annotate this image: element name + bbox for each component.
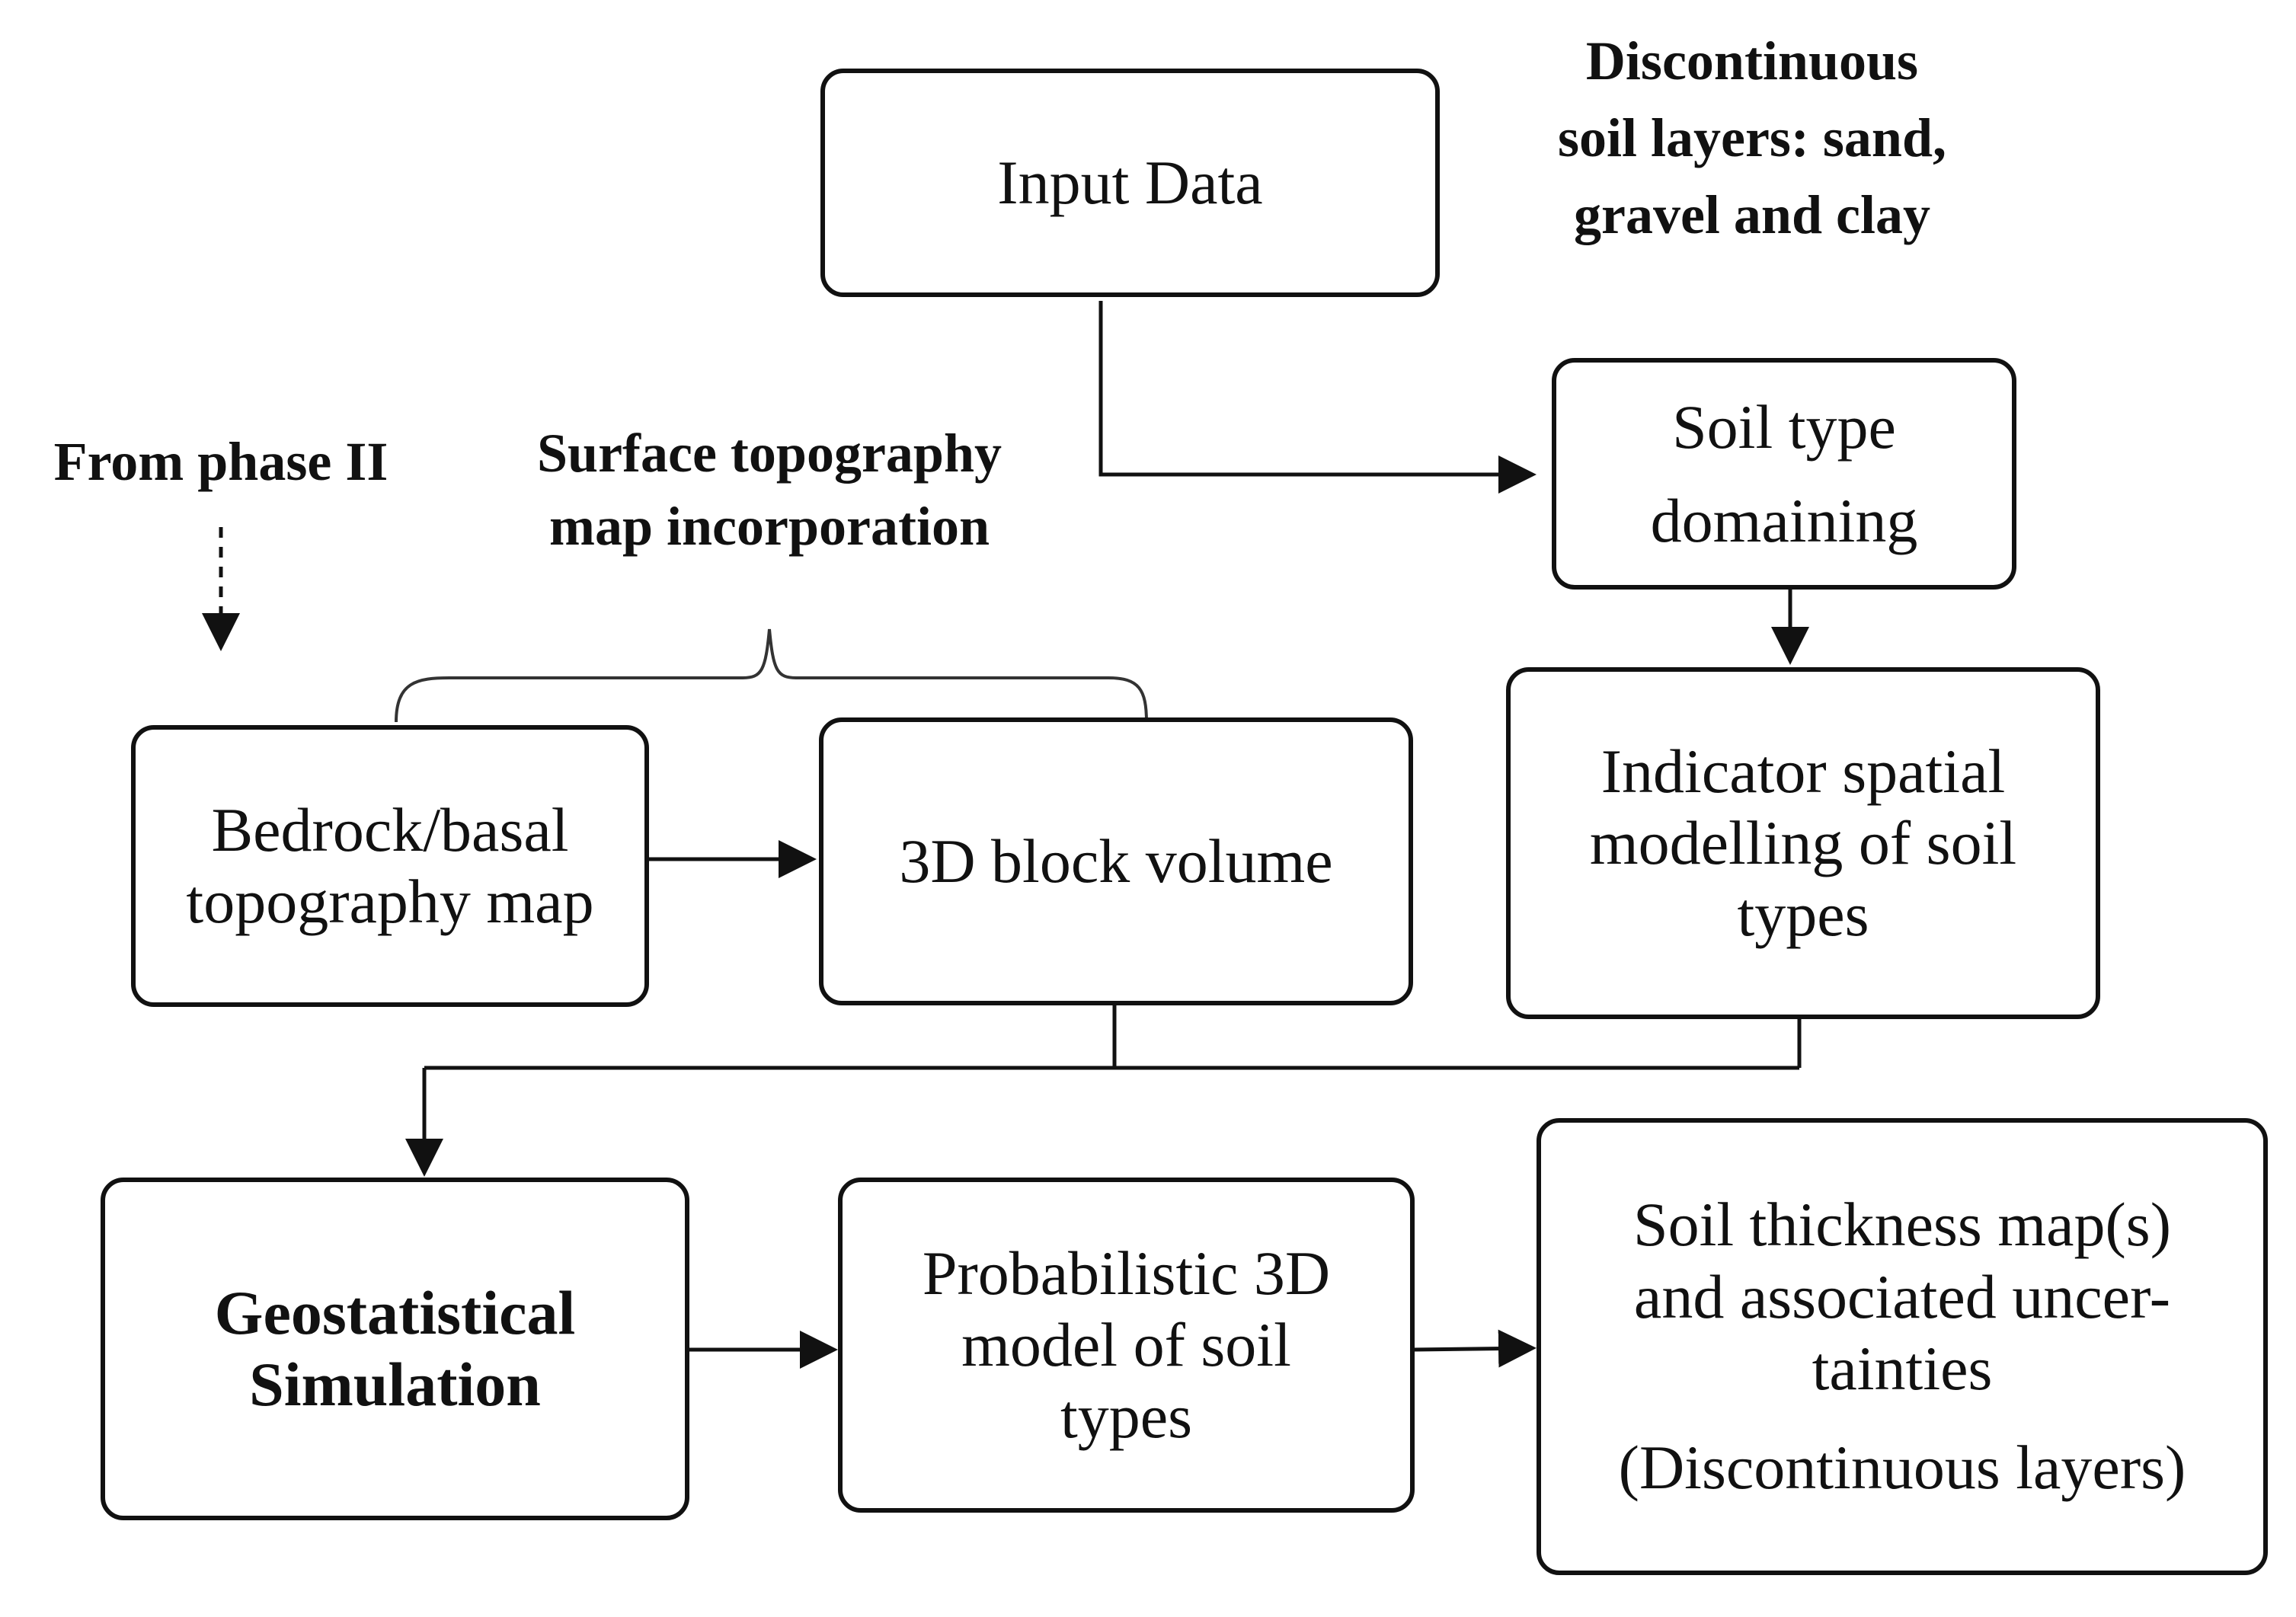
- soil-type-domaining-box: Soil type domaining: [1552, 358, 2016, 590]
- indicator-modelling-line-2: modelling of soil: [1589, 807, 2017, 877]
- input-data-box: Input Data: [820, 69, 1440, 297]
- block-volume-box: 3D block volume: [819, 717, 1413, 1005]
- discontinuous-soil-label: Discontinuous soil layers: sand, gravel …: [1493, 23, 2011, 253]
- surface-topography-line-1: Surface topography: [537, 423, 1002, 484]
- bedrock-map-line-2: topography map: [186, 867, 594, 936]
- surface-topography-line-2: map incorporation: [548, 495, 990, 557]
- soil-thickness-line-4: (Discontinuous layers): [1618, 1433, 2186, 1503]
- soil-type-domaining-line-2: domaining: [1650, 486, 1918, 555]
- geostatistical-simulation-line-2: Simulation: [249, 1350, 541, 1419]
- from-phase-label: From phase II: [23, 423, 419, 500]
- probabilistic-model-line-1: Probabilistic 3D: [922, 1238, 1331, 1308]
- from-phase-text: From phase II: [53, 431, 389, 492]
- soil-thickness-line-3: tainties: [1812, 1334, 1993, 1403]
- discontinuous-soil-line-3: gravel and clay: [1574, 184, 1930, 245]
- probabilistic-model-line-2: model of soil: [961, 1309, 1291, 1379]
- discontinuous-soil-line-2: soil layers: sand,: [1557, 107, 1947, 168]
- geostatistical-simulation-box: Geostatistical Simulation: [101, 1178, 689, 1520]
- indicator-modelling-line-3: types: [1737, 880, 1869, 950]
- probabilistic-model-box: Probabilistic 3D model of soil types: [838, 1178, 1415, 1513]
- geostatistical-simulation-line-1: Geostatistical: [214, 1277, 576, 1347]
- brace-surface-topography: [395, 628, 1148, 723]
- indicator-modelling-box: Indicator spatial modelling of soil type…: [1506, 667, 2100, 1019]
- input-data-text: Input Data: [997, 147, 1263, 217]
- discontinuous-soil-line-1: Discontinuous: [1585, 30, 1919, 91]
- arrow-probabilistic-to-thickness: [1412, 1329, 1537, 1368]
- block-volume-text: 3D block volume: [899, 826, 1333, 896]
- soil-thickness-box: Soil thickness map(s) and associated unc…: [1537, 1118, 2268, 1575]
- indicator-modelling-line-1: Indicator spatial: [1600, 736, 2006, 806]
- surface-topography-label: Surface topography map incorporation: [488, 417, 1051, 564]
- soil-type-domaining-line-1: Soil type: [1672, 392, 1896, 462]
- bedrock-map-line-1: Bedrock/basal: [211, 794, 569, 864]
- bedrock-map-box: Bedrock/basal topography map: [131, 725, 649, 1007]
- arrow-input-to-domaining: [1098, 301, 1537, 494]
- probabilistic-model-line-3: types: [1060, 1382, 1193, 1452]
- soil-thickness-line-2: and associated uncer-: [1633, 1261, 2171, 1331]
- soil-thickness-line-1: Soil thickness map(s): [1632, 1190, 2172, 1260]
